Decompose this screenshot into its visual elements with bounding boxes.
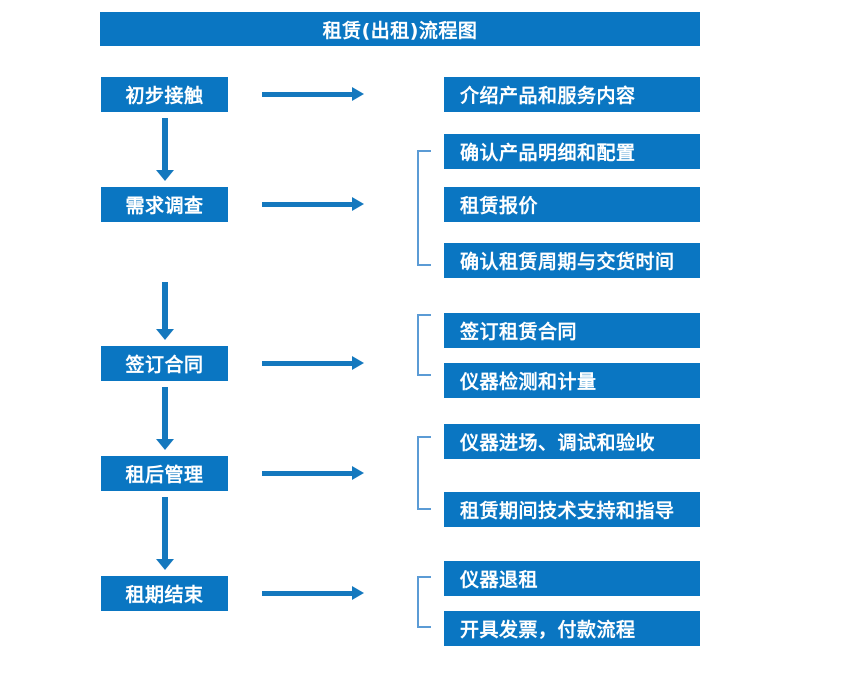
detail-box-确认租赁周期与交货时间[interactable]: 确认租赁周期与交货时间 — [444, 243, 700, 278]
link-arrow-right-5 — [262, 585, 364, 601]
link-arrow-right-1 — [262, 86, 364, 102]
group-bracket-租后管理 — [417, 436, 431, 510]
detail-box-仪器退租[interactable]: 仪器退租 — [444, 561, 700, 596]
flow-arrow-down-4 — [156, 497, 174, 570]
detail-box-开具发票付款流程[interactable]: 开具发票，付款流程 — [444, 611, 700, 646]
link-arrow-right-4 — [262, 465, 364, 481]
detail-box-签订租赁合同[interactable]: 签订租赁合同 — [444, 313, 700, 348]
stage-box-需求调查[interactable]: 需求调查 — [101, 187, 228, 222]
detail-box-租赁期间技术支持和指导[interactable]: 租赁期间技术支持和指导 — [444, 492, 700, 527]
diagram-title-bar: 租赁(出租)流程图 — [100, 12, 700, 46]
link-arrow-right-3 — [262, 355, 364, 371]
stage-box-初步接触[interactable]: 初步接触 — [101, 77, 228, 112]
detail-box-租赁报价[interactable]: 租赁报价 — [444, 187, 700, 222]
group-bracket-租期结束 — [417, 576, 431, 628]
detail-box-仪器进场调试和验收[interactable]: 仪器进场、调试和验收 — [444, 424, 700, 459]
flow-arrow-down-1 — [156, 118, 174, 181]
detail-box-仪器检测和计量[interactable]: 仪器检测和计量 — [444, 363, 700, 398]
group-bracket-签订合同 — [417, 314, 431, 376]
stage-box-租后管理[interactable]: 租后管理 — [101, 456, 228, 491]
link-arrow-right-2 — [262, 196, 364, 212]
stage-box-租期结束[interactable]: 租期结束 — [101, 576, 228, 611]
flow-arrow-down-2 — [156, 282, 174, 340]
detail-box-确认产品明细和配置[interactable]: 确认产品明细和配置 — [444, 134, 700, 169]
flow-arrow-down-3 — [156, 387, 174, 450]
group-bracket-需求调查 — [417, 150, 431, 266]
detail-box-介绍产品和服务内容[interactable]: 介绍产品和服务内容 — [444, 77, 700, 112]
stage-box-签订合同[interactable]: 签订合同 — [101, 346, 228, 381]
